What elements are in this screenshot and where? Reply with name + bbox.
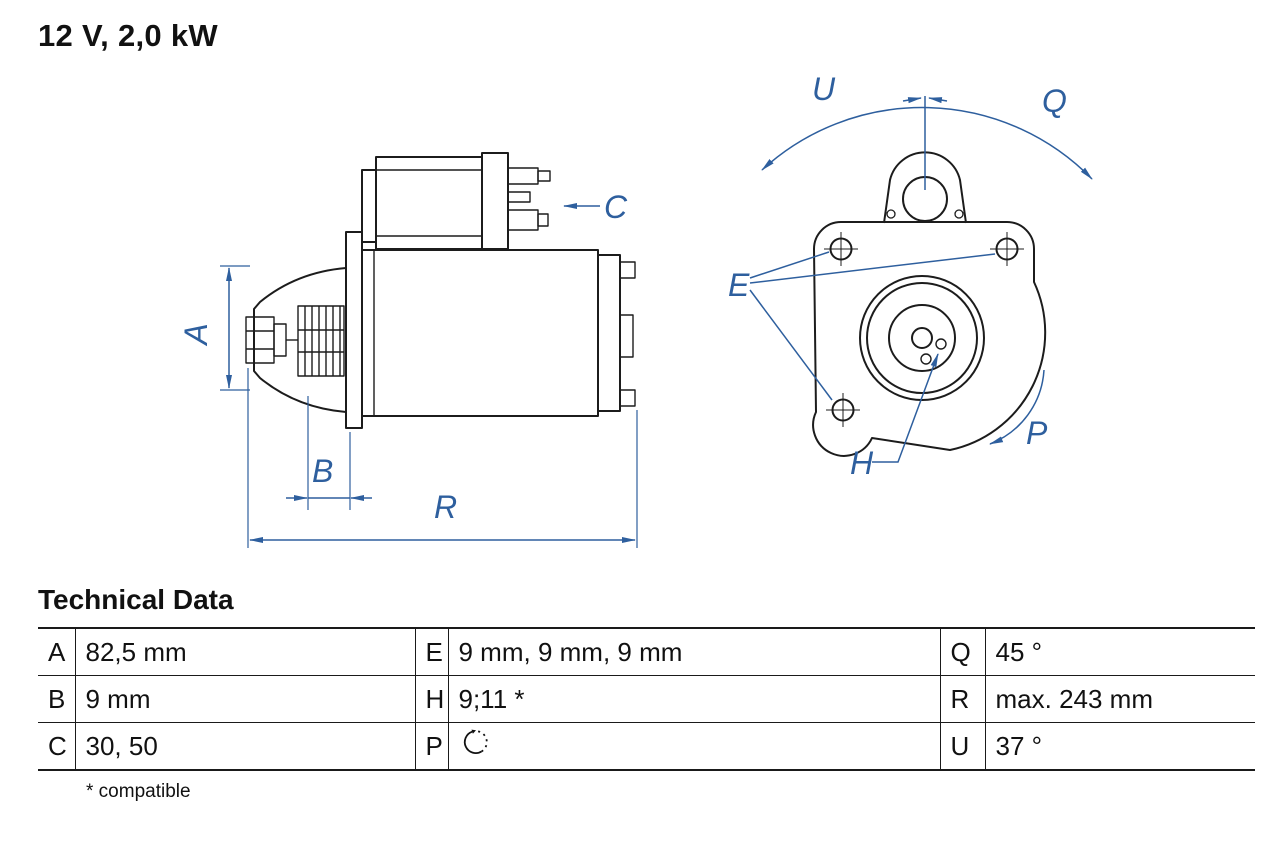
param-key-u: U — [939, 722, 985, 770]
holes-e-label: E — [728, 267, 750, 303]
param-value-c: 30, 50 — [74, 722, 415, 770]
starter-front-view — [812, 151, 1047, 457]
table-row: B 9 mm H 9;11 * R max. 243 mm — [38, 675, 1255, 723]
dimension-b-label: B — [312, 453, 333, 489]
label-e-leaders — [749, 251, 996, 401]
starter-side-view — [245, 152, 636, 429]
dimension-a-label: A — [178, 323, 214, 346]
angle-q-label: Q — [1042, 83, 1067, 119]
page-title: 12 V, 2,0 kW — [38, 18, 218, 53]
param-value-h: 9;11 * — [447, 675, 940, 723]
param-value-r: max. 243 mm — [984, 675, 1255, 723]
dimension-a — [220, 265, 250, 391]
table-row: C 30, 50 P U 37 ° — [38, 722, 1255, 770]
rotation-p-label: P — [1026, 415, 1048, 451]
holes-h-label: H — [850, 445, 874, 481]
param-key-r: R — [939, 675, 985, 723]
technical-data-heading: Technical Data — [38, 584, 234, 615]
dimension-b — [286, 396, 372, 510]
pinion-gear — [245, 305, 345, 377]
drive-end-housing — [253, 267, 347, 413]
angle-u-label: U — [812, 71, 836, 107]
param-key-a: A — [48, 636, 66, 667]
param-value-a: 82,5 mm — [74, 628, 415, 676]
dimension-arc-uq — [761, 96, 1093, 190]
bolt-holes — [824, 232, 1024, 427]
technical-drawing: A B C R — [178, 71, 1093, 548]
technical-data-section: Technical Data A 82,5 mm E 9 mm, 9 mm, 9… — [38, 584, 1255, 803]
dimension-c-label: C — [604, 189, 628, 225]
dimension-r — [247, 368, 638, 548]
param-key-e: E — [414, 628, 448, 676]
ccw-rotation-icon — [459, 725, 493, 764]
technical-data-table: A 82,5 mm E 9 mm, 9 mm, 9 mm Q 45 ° B 9 … — [38, 627, 1255, 771]
param-value-q: 45 ° — [984, 628, 1255, 676]
rotation-arrow-p — [989, 369, 1045, 445]
param-key-q: Q — [939, 628, 985, 676]
param-key-b: B — [38, 675, 75, 723]
param-value-u: 37 ° — [984, 722, 1255, 770]
label-h-leader — [872, 353, 939, 463]
param-value-p — [447, 722, 940, 770]
param-key-c: C — [38, 722, 75, 770]
solenoid — [361, 152, 551, 250]
motor-body — [345, 231, 636, 429]
table-row: A 82,5 mm E 9 mm, 9 mm, 9 mm Q 45 ° — [38, 628, 1255, 676]
param-key-p: P — [414, 722, 448, 770]
param-value-e: 9 mm, 9 mm, 9 mm — [447, 628, 940, 676]
param-value-b: 9 mm — [74, 675, 415, 723]
dimension-r-label: R — [434, 489, 457, 525]
footnote: * compatible — [86, 781, 191, 802]
center-bearing-circles — [859, 275, 985, 401]
param-key-h: H — [414, 675, 448, 723]
